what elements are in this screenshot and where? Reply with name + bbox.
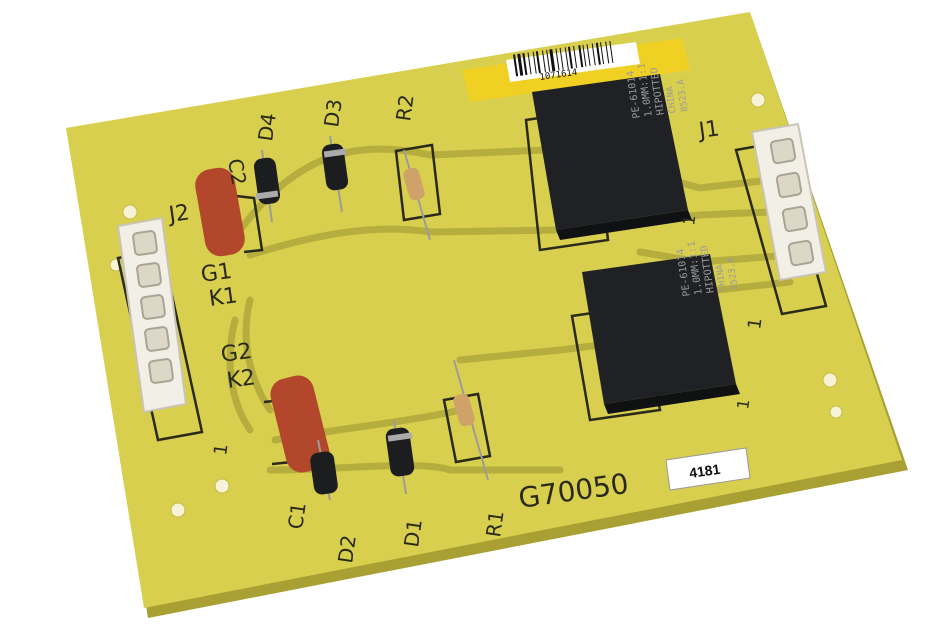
label-pin1-relay-top: 1 (679, 214, 699, 227)
label-d3: D3 (319, 98, 347, 129)
serial-sticker-text: 4181 (688, 461, 721, 481)
resistor-r1 (453, 359, 489, 481)
barcode-bar (522, 53, 528, 76)
barcode-bar (555, 48, 560, 71)
label-r2: R2 (391, 93, 418, 123)
label-pin1-j2: 1 (210, 442, 232, 456)
barcode-bar (559, 47, 564, 70)
label-g2: G2 (219, 339, 253, 368)
label-d4: D4 (253, 112, 281, 143)
barcode-bar (582, 44, 587, 67)
barcode-bar (527, 52, 532, 75)
barcode-bar (595, 42, 601, 65)
label-c2: C2 (223, 157, 251, 187)
barcode-bar (549, 49, 556, 72)
label-d1: D1 (399, 518, 427, 549)
label-g1: G1 (199, 259, 233, 288)
label-d2: D2 (333, 534, 361, 565)
relay-top-line5: 8523.A (676, 78, 691, 112)
barcode-bar (567, 46, 573, 69)
barcode-bar (513, 54, 519, 77)
barcode-bar (573, 46, 578, 68)
label-k1: K1 (207, 283, 239, 312)
label-c1: C1 (283, 501, 310, 531)
capacitor-c2 (195, 167, 245, 257)
capacitor-c1 (270, 375, 330, 473)
label-k2: K2 (225, 365, 257, 394)
barcode-bar (541, 50, 547, 73)
diode-d3 (321, 135, 349, 213)
diode-d2 (310, 439, 338, 501)
label-j1: J1 (695, 116, 721, 144)
barcode-bar (532, 51, 537, 74)
label-j2: J2 (165, 200, 191, 228)
barcode-bar (564, 47, 569, 70)
barcode-bar (605, 41, 610, 64)
connector-j2 (116, 216, 188, 414)
barcode-bar (517, 53, 524, 76)
relay-bottom-line5: 8523.A (726, 256, 741, 290)
label-r1: R1 (481, 509, 508, 539)
label-pin1-relay-bottom: 1 (733, 398, 753, 411)
barcode-bar (591, 43, 596, 66)
barcode-bar (546, 49, 551, 72)
barcode-label: 1071614 (462, 38, 690, 102)
barcode-bar (578, 45, 584, 68)
barcode-bar (535, 51, 541, 74)
barcode-bar (600, 42, 605, 65)
relay-top: PE-61014 1.0MM:1:1 HIPOTTED CHINA 8523.A (532, 62, 692, 240)
diode-d4 (253, 149, 281, 223)
mounting-holes (109, 92, 843, 518)
relay-bottom: PE-61014 1.0MM:1:1 HIPOTTED CHINA 8523.A (582, 240, 741, 414)
diode-d1 (385, 419, 415, 495)
relay-top-line4: CHINA (665, 85, 679, 114)
barcode-bar (609, 40, 614, 63)
relay-bottom-line4: CHINA (715, 263, 729, 292)
resistor-r2 (403, 149, 431, 241)
barcode-bar (586, 44, 591, 67)
label-pin1-j1: 1 (744, 316, 766, 330)
serial-sticker: 4181 (665, 447, 751, 491)
connector-j1 (750, 122, 828, 282)
